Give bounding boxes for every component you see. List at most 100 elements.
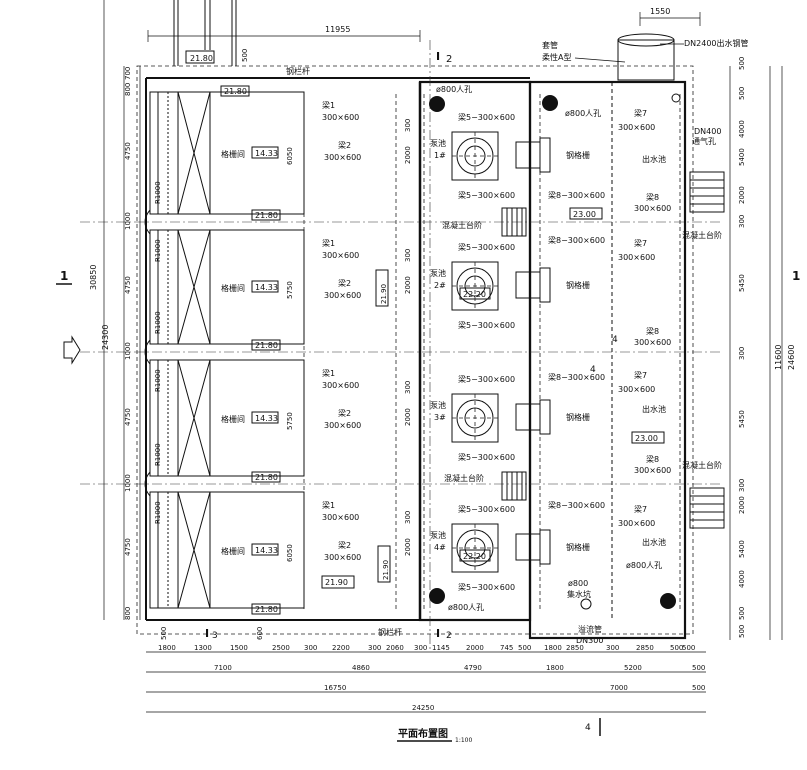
bottom-dim-r2-5: 500 [692, 664, 705, 672]
beam5-lower: 梁5−300×600 [458, 453, 515, 462]
top-dimensions: 11955 1550 I 2 [147, 7, 701, 65]
pump-number: 3# [434, 413, 446, 422]
section-1-left: 1 [60, 269, 68, 283]
beam2-label: 梁2 [338, 409, 351, 418]
concrete-step-pump-2: 混凝土台阶 [444, 473, 484, 483]
discharge-pipe [515, 141, 541, 169]
beam1-size: 300×600 [322, 251, 359, 260]
beam7-size-3: 300×600 [618, 385, 655, 394]
grille-bottom-level-box [251, 603, 281, 615]
pump-level-box [459, 549, 491, 562]
right-dim-12: 4000 [738, 570, 746, 588]
pump-stairs-1 [501, 207, 527, 237]
discharge-flange [539, 529, 551, 565]
grille-room-wall [149, 359, 305, 477]
grille-level: 14.33 [255, 546, 278, 555]
dim-30850: 30850 [89, 265, 98, 290]
discharge-flange [539, 267, 551, 303]
arc-r1000-1 [144, 209, 151, 235]
bottom-dim-r2-1: 4860 [352, 664, 370, 672]
r1000-lower-2: R1000 [154, 369, 162, 392]
bottom-dimensions: I 3 I 2 4 4 4 [146, 335, 706, 736]
sump-label: 集水坑 [567, 589, 591, 599]
discharge-pipe [515, 533, 541, 561]
bottom-dim-r1-20: 600 [256, 627, 264, 640]
concrete-step-right-1: 混凝土台阶 [682, 230, 722, 240]
beam5-upper: 梁5−300×600 [458, 505, 515, 514]
bottom-level: 21.90 [325, 578, 348, 587]
pump-level: 22.20 [463, 552, 486, 561]
beam2-size: 300×600 [324, 421, 361, 430]
pipe-note-2: 柔性A型 [542, 52, 571, 62]
manhole-pit-label: ø800人孔 [626, 561, 662, 570]
beam2-size: 300×600 [324, 291, 361, 300]
grille-room-label: 格栅间 [221, 283, 245, 293]
right-dim-9: 300 [738, 479, 746, 492]
beam7-size-2: 300×600 [618, 253, 655, 262]
beam8-size-2: 300×600 [634, 338, 671, 347]
manhole-top-right [542, 95, 558, 111]
mid-level-2: 21.90 [382, 560, 390, 580]
sump-pit [580, 598, 592, 610]
bottom-dim-r1-9: 300 [414, 644, 427, 652]
grille-room-wall [149, 229, 305, 345]
right-dim-2: 4000 [738, 120, 746, 138]
concrete-step-pump-1: 混凝土台阶 [442, 220, 482, 230]
bottom-dim-r1-16: 300 [606, 644, 619, 652]
vent-pipe-label: DN400 [694, 127, 721, 136]
beam5-lower: 梁5−300×600 [458, 191, 515, 200]
manhole-pump-bottom [429, 588, 445, 604]
room-height: 6050 [286, 147, 294, 165]
bottom-dim-r1-11: 2000 [466, 644, 484, 652]
r1000-upper-2: R1000 [154, 311, 162, 334]
bottom-dim-r1-14: 1800 [544, 644, 562, 652]
beam1-label: 梁1 [322, 101, 335, 110]
r1000-upper-3: R1000 [154, 443, 162, 466]
grille-level: 14.33 [255, 414, 278, 423]
inlet-channel: 21.80 500 [173, 0, 249, 66]
grille-bottom-level: 21.80 [255, 473, 278, 482]
beam8-row-1: 梁8−300×600 [548, 191, 605, 200]
steel-grille-label: 钢格栅 [566, 542, 590, 552]
beam1-size: 300×600 [322, 381, 359, 390]
r1000-upper-1: R1000 [154, 181, 162, 204]
pump-dim-2000: 2000 [404, 146, 412, 164]
bottom-dim-r1-3: 1500 [230, 644, 248, 652]
beam8-label-1: 梁8 [646, 193, 659, 202]
grille-room-label: 格栅间 [221, 546, 245, 556]
arc-r1000-3 [144, 471, 151, 497]
sump-dn: ø800 [568, 579, 588, 588]
grille-bottom-level-box [251, 209, 281, 221]
bottom-dim-r2-3: 1800 [546, 664, 564, 672]
stair-frame [501, 471, 527, 501]
bottom-dim-r2-2: 4790 [464, 664, 482, 672]
discharge-flange [539, 137, 551, 173]
outlet-pipe-label: DN2400出水钢管 [684, 38, 749, 48]
grille-level-box [251, 543, 279, 556]
pump-pool-label: 泵池 [430, 268, 446, 278]
grille-frame [177, 359, 211, 477]
pump-dim-2000: 2000 [404, 538, 412, 556]
stairs-right-top [689, 171, 725, 213]
left-dimensions: 30850 24300 1 [56, 0, 141, 620]
beam1-label: 梁1 [322, 501, 335, 510]
manhole-pump-top [429, 96, 445, 112]
drain-dn-label: DN300 [576, 636, 603, 645]
grille-level: 14.33 [255, 149, 278, 158]
grille-bottom-level: 21.80 [255, 605, 278, 614]
left-dim-8: 4750 [124, 538, 132, 556]
bottom-dim-r1-7: 300 [368, 644, 381, 652]
dim-11955: 11955 [325, 25, 350, 34]
vent-hole-label: 通气孔 [692, 136, 716, 146]
bottom-level-box [321, 575, 355, 589]
section-mark-2-bottom: I [436, 627, 440, 640]
beam7-label-2: 梁7 [634, 239, 647, 248]
grille-frame [177, 91, 211, 215]
right-dim-10: 2000 [738, 496, 746, 514]
title-text: 平面布置图 [398, 727, 448, 740]
section-mark-2-top: I [436, 50, 440, 63]
